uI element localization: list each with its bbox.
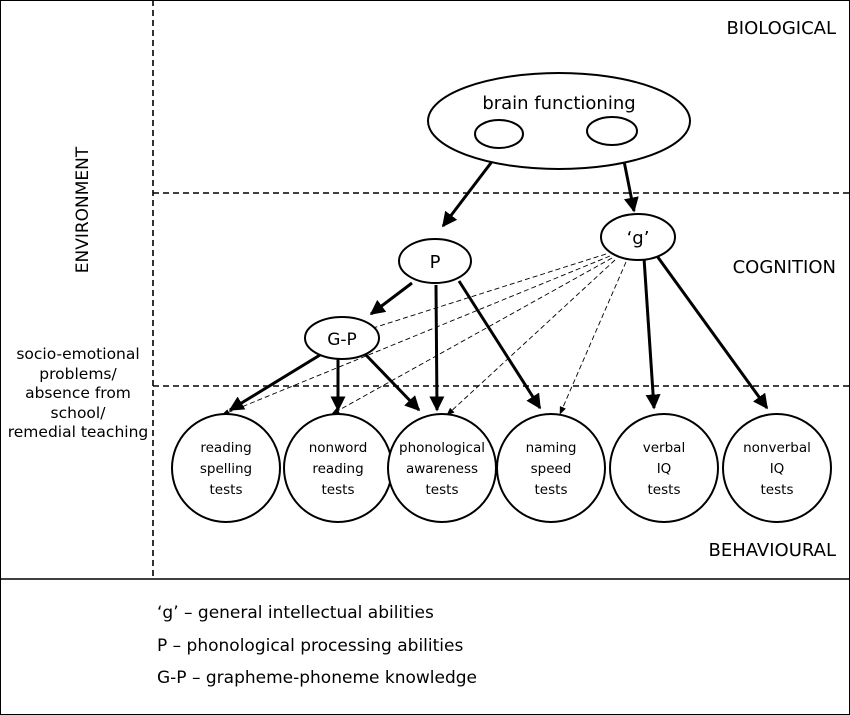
- region-label-cognition: COGNITION: [733, 257, 836, 278]
- link-gp-phonological: [363, 352, 421, 412]
- test-label-line: tests: [535, 482, 568, 498]
- brain-functioning-ellipse: [427, 72, 691, 170]
- g-label: ‘g’: [627, 228, 650, 249]
- link-g-nonverbal: [655, 255, 769, 410]
- legend-item-gp: G-P – grapheme-phoneme knowledge: [157, 668, 478, 688]
- brain-functioning-label: brain functioning: [482, 93, 635, 114]
- test-label-line: IQ: [657, 461, 672, 477]
- environment-factor-line: absence from: [25, 384, 131, 402]
- test-label-line: tests: [426, 482, 459, 498]
- g-ellipse: [600, 213, 676, 261]
- test-node-phonological-awareness: phonological awareness tests: [387, 413, 497, 523]
- link-g-verbal: [642, 257, 661, 410]
- g-dashed-links: [221, 253, 627, 416]
- test-label-line: tests: [322, 482, 355, 498]
- dashed-link-g-reading: [221, 255, 611, 416]
- gp-label: G-P: [327, 330, 357, 350]
- dashed-link-g-phonological: [446, 259, 616, 416]
- region-label-environment: ENVIRONMENT: [73, 146, 93, 273]
- p-label: P: [430, 252, 441, 273]
- test-label-line: tests: [648, 482, 681, 498]
- environment-factor-line: school/: [50, 403, 106, 422]
- legend-item-g: ‘g’ – general intellectual abilities: [157, 603, 434, 623]
- node-brain-functioning: brain functioning: [427, 72, 691, 170]
- test-label-line: verbal: [643, 440, 685, 456]
- test-label-line: tests: [761, 482, 794, 498]
- node-g: ‘g’: [600, 213, 676, 261]
- test-label-line: nonword: [309, 440, 368, 456]
- test-circle: [722, 413, 832, 523]
- test-circle: [609, 413, 719, 523]
- link-p-gp: [369, 281, 413, 316]
- test-label-line: speed: [531, 461, 572, 477]
- node-p: P: [398, 238, 472, 284]
- test-label-line: reading: [312, 461, 363, 477]
- test-label-line: IQ: [770, 461, 785, 477]
- dashed-link-g-nonword: [331, 257, 613, 415]
- environment-factor-line: remedial teaching: [7, 423, 149, 441]
- legend-item-p: P – phonological processing abilities: [157, 636, 464, 656]
- test-label-line: naming: [526, 440, 577, 456]
- region-label-biological: BIOLOGICAL: [726, 18, 836, 39]
- p-ellipse: [398, 238, 472, 284]
- test-label-line: tests: [210, 482, 243, 498]
- brain-region-right: [586, 116, 638, 146]
- test-node-reading-spelling: reading spelling tests: [171, 413, 281, 523]
- environment-factors: socio-emotional problems/ absence from s…: [4, 345, 152, 443]
- test-label-line: awareness: [406, 461, 478, 477]
- test-circle: [171, 413, 281, 523]
- region-label-behavioural: BEHAVIOURAL: [708, 540, 836, 561]
- test-label-line: phonological: [399, 440, 485, 456]
- test-label-line: reading: [200, 440, 251, 456]
- brain-region-left: [474, 119, 524, 149]
- test-circle: [496, 413, 606, 523]
- test-node-naming-speed: naming speed tests: [496, 413, 606, 523]
- behavioural-tests: readingspellingtestsnonwordreadingtestsp…: [171, 413, 832, 523]
- link-p-naming: [457, 280, 542, 410]
- gp-ellipse: [304, 316, 380, 360]
- link-p-phonological: [429, 284, 445, 412]
- link-gp-reading: [228, 353, 321, 412]
- solid-links: [228, 145, 769, 412]
- environment-factor-line: socio-emotional: [16, 345, 140, 363]
- dashed-link-g-naming: [559, 261, 627, 415]
- test-label-line: nonverbal: [743, 440, 811, 456]
- link-brain-p: [441, 150, 502, 228]
- test-label-line: spelling: [200, 461, 252, 477]
- node-gp: G-P: [304, 316, 380, 360]
- environment-factor-line: problems/: [39, 364, 117, 383]
- dashed-link-g-gp: [350, 253, 607, 336]
- test-node-nonword-reading: nonword reading tests: [283, 413, 393, 523]
